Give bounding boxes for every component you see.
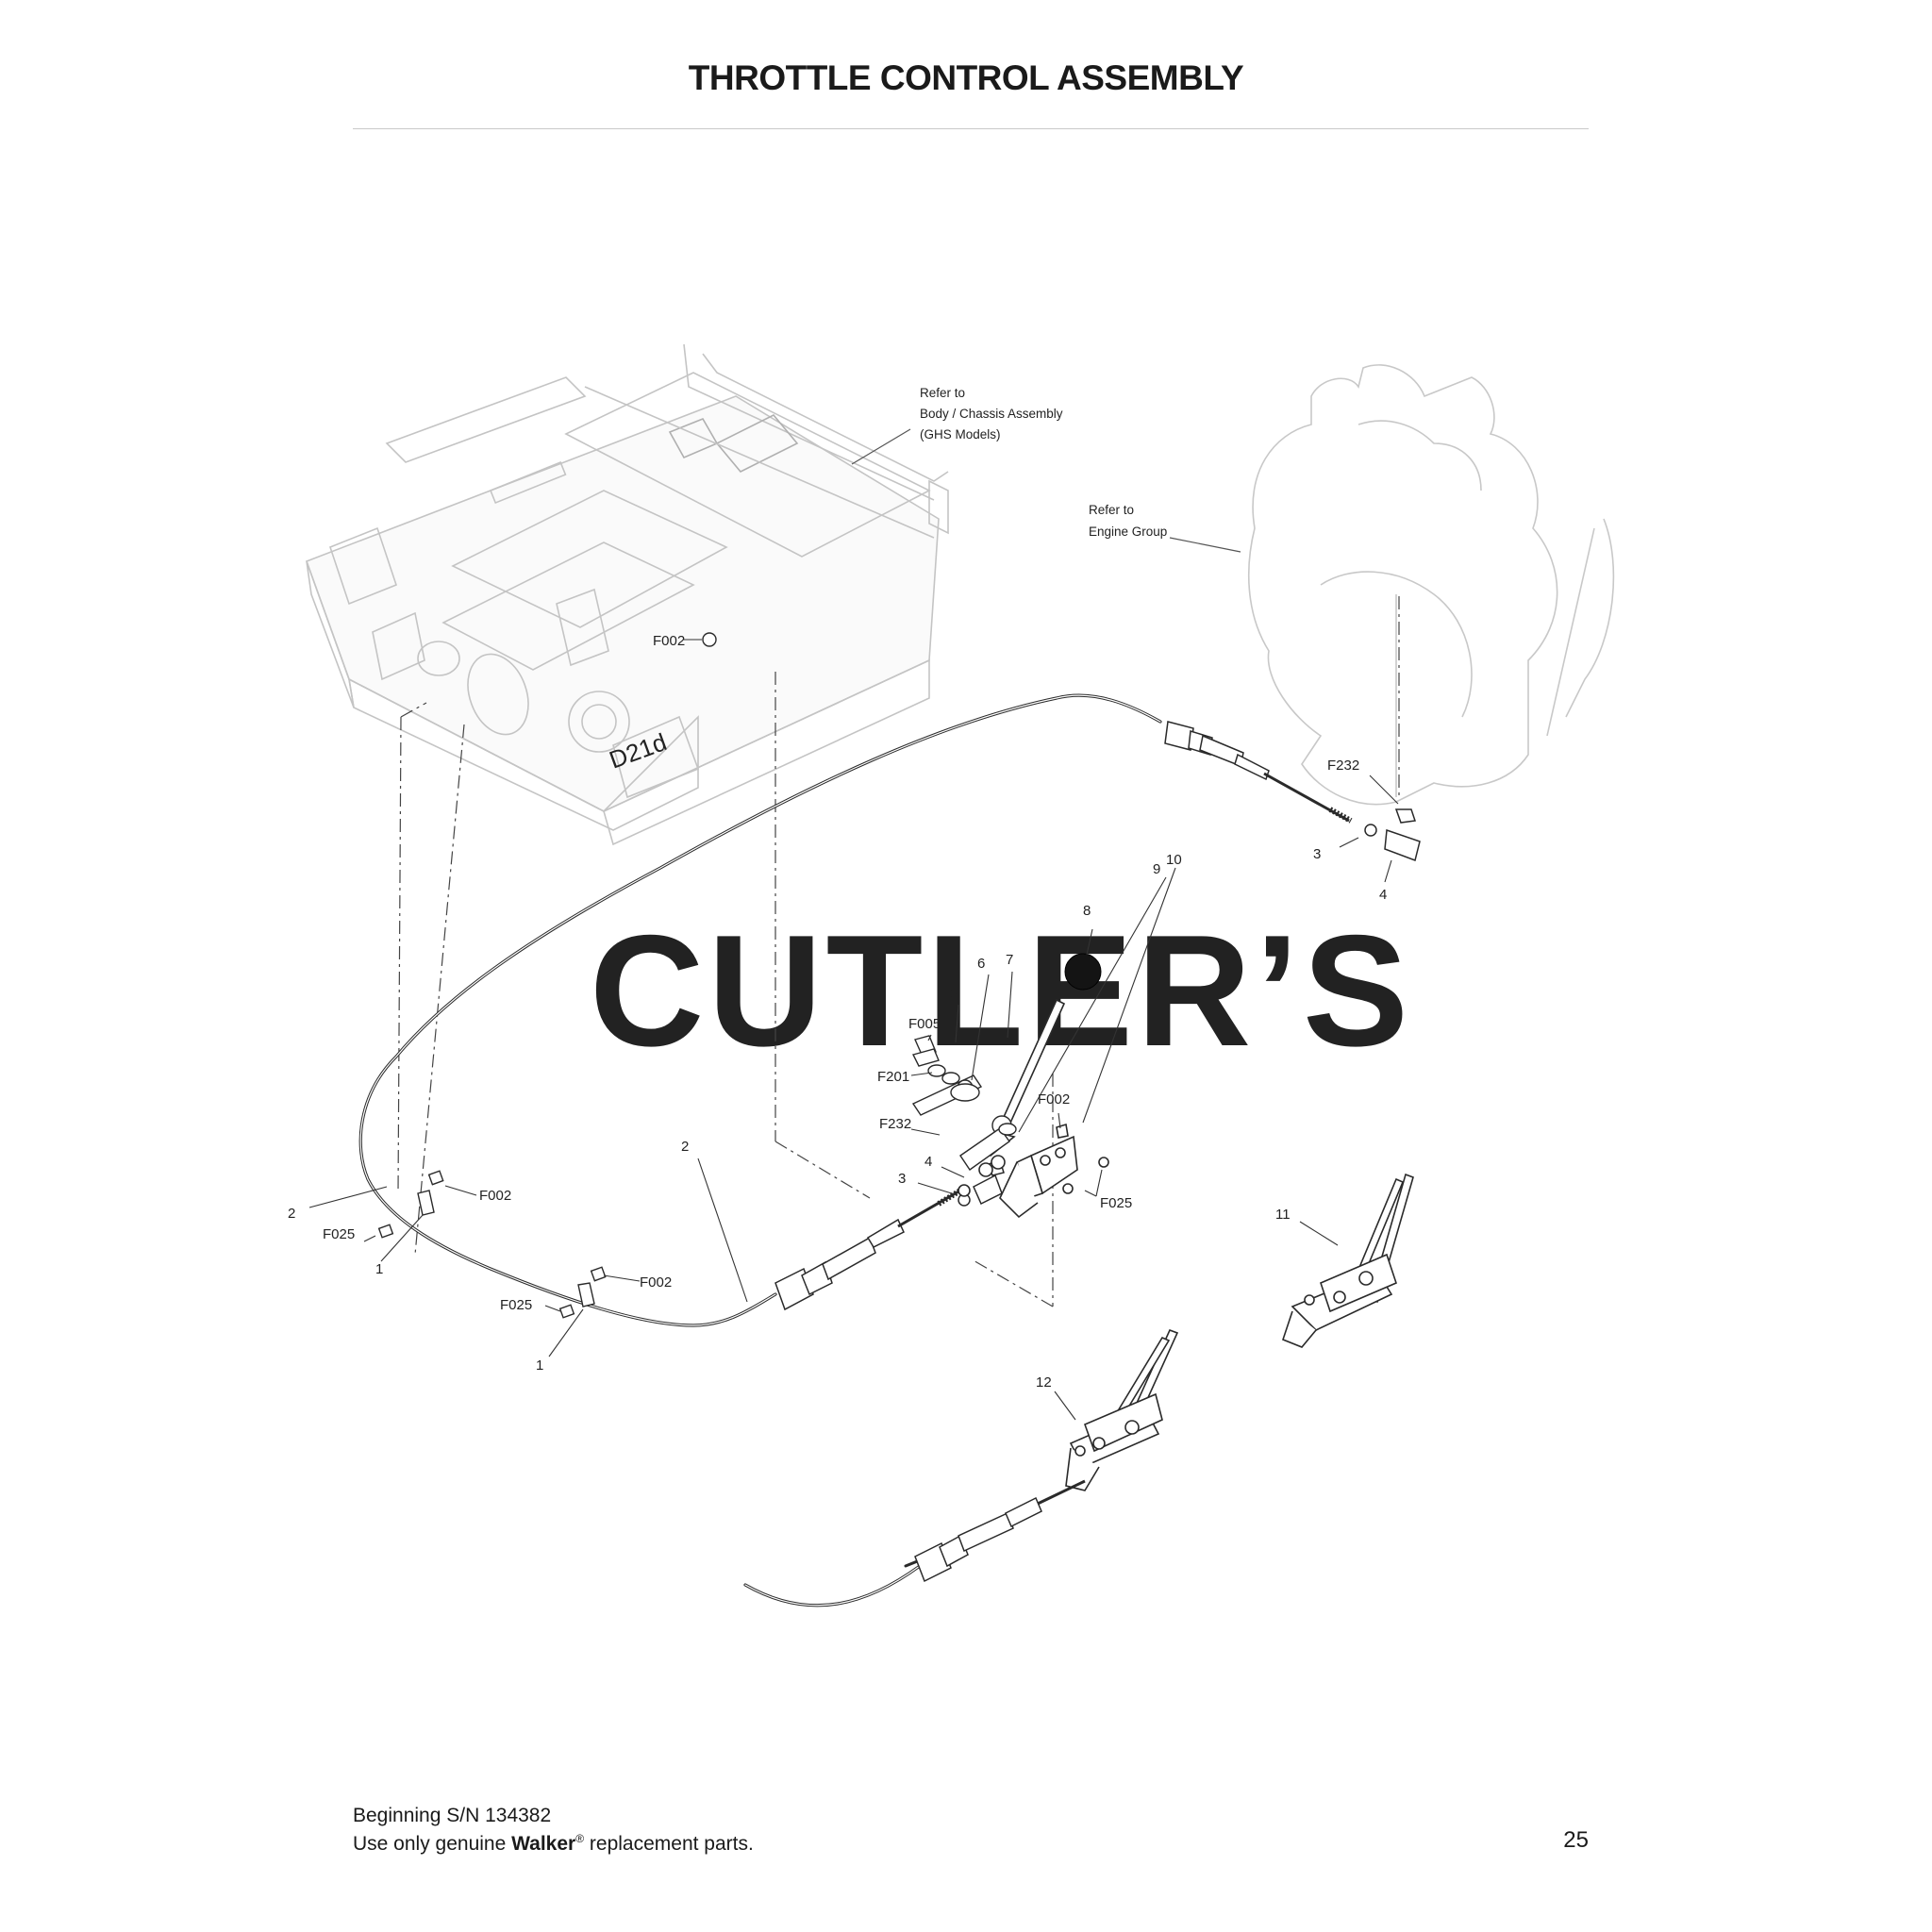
callout-f201: F201: [877, 1069, 909, 1085]
callout-4-mid: 4: [924, 1154, 932, 1170]
registered-mark: ®: [575, 1832, 585, 1845]
genuine-parts-prefix: Use only genuine: [353, 1833, 512, 1855]
callout-f005: F005: [908, 1016, 941, 1032]
lever-assembly-11: [1282, 1173, 1414, 1348]
engine-ref-line2: Engine Group: [1089, 525, 1167, 539]
chassis-ref-line3: (GHS Models): [920, 427, 1001, 441]
callout-f025-left: F025: [323, 1226, 355, 1242]
genuine-parts-note: Use only genuine Walker® replacement par…: [353, 1827, 754, 1856]
callout-1-lower: 1: [536, 1357, 543, 1374]
cable-end-fitting-lever: [774, 1159, 1005, 1311]
lever-mounting-bracket: [958, 1123, 1109, 1219]
lever-assembly-12: [1065, 1328, 1179, 1491]
callout-f025-mid: F025: [1100, 1195, 1132, 1211]
page-title: THROTTLE CONTROL ASSEMBLY: [688, 58, 1244, 97]
callout-f002-mid: F002: [1038, 1091, 1070, 1108]
throttle-knob: [1064, 953, 1102, 991]
alignment-lines: [397, 596, 1400, 1307]
callout-f002-left: F002: [479, 1188, 511, 1204]
callout-2-mid: 2: [681, 1139, 689, 1155]
callout-leaders: [308, 639, 1399, 1421]
cable-clamps: [377, 632, 717, 1319]
title-divider: [353, 128, 1589, 129]
callout-12: 12: [1036, 1374, 1052, 1391]
callout-5: 5: [949, 986, 957, 1002]
callout-f232-mid: F232: [879, 1116, 911, 1132]
watermark: CUTLER’S: [590, 902, 1412, 1079]
cable-end-fitting-engine: [1164, 721, 1421, 861]
callout-3-top: 3: [1313, 846, 1321, 862]
callout-6: 6: [977, 956, 985, 972]
lever-hardware: [911, 1035, 1017, 1171]
callout-1-left: 1: [375, 1261, 383, 1277]
chassis-ref-line2: Body / Chassis Assembly: [920, 407, 1063, 421]
page-number: 25: [1563, 1827, 1589, 1853]
callout-f025-lower: F025: [500, 1297, 532, 1313]
cable-fitting-12: [914, 1479, 1086, 1583]
serial-number-note: Beginning S/N 134382: [353, 1805, 552, 1826]
callout-3-mid: 3: [898, 1171, 906, 1187]
genuine-parts-suffix: replacement parts.: [584, 1833, 754, 1855]
callout-11: 11: [1275, 1207, 1291, 1223]
callout-10: 10: [1166, 852, 1182, 868]
engine-illustration: [1247, 364, 1615, 806]
chassis-body-illustration: [305, 343, 949, 846]
chassis-ref-line1: Refer to: [920, 386, 965, 400]
callout-9: 9: [1153, 861, 1160, 877]
brand-name: Walker: [511, 1833, 576, 1855]
callout-4-top: 4: [1379, 887, 1387, 903]
engine-ref-line1: Refer to: [1089, 503, 1134, 517]
callout-f232-top: F232: [1327, 758, 1359, 774]
callout-7: 7: [1006, 952, 1013, 968]
callout-f002-top: F002: [653, 633, 685, 649]
reference-leaders: [851, 428, 1241, 553]
callout-8: 8: [1083, 903, 1091, 919]
callout-2-left: 2: [288, 1206, 295, 1222]
throttle-cable: [358, 693, 1162, 1327]
callout-f002-lower: F002: [640, 1274, 672, 1291]
page-footer: Beginning S/N 134382 Use only genuine Wa…: [353, 1804, 754, 1856]
